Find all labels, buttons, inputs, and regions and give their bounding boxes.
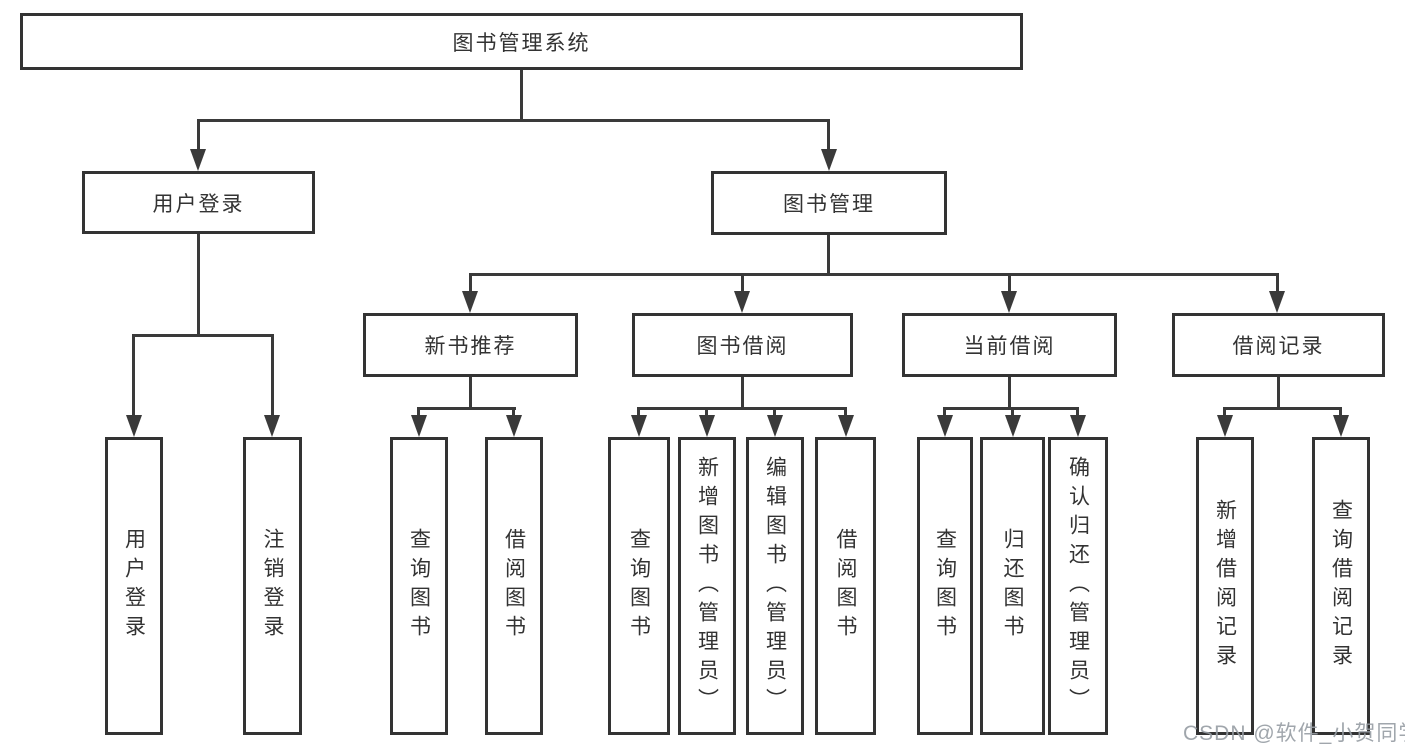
arrowhead-down-icon [767,415,783,437]
arrowhead-down-icon [411,415,427,437]
connector-line [417,407,420,417]
arrowhead-down-icon [1001,291,1017,313]
connector-line [469,273,472,293]
connector-line [637,407,847,410]
leaf-query-books-2: 查询图书 [608,437,670,735]
connector-line [271,334,274,416]
connector-line [469,273,1279,276]
arrowhead-down-icon [1269,291,1285,313]
connector-line [132,334,135,416]
connector-line [1011,407,1014,417]
arrowhead-down-icon [1333,415,1349,437]
leaf-edit-books-admin: 编辑图书（管理员） [746,437,804,735]
node-book-management-branch: 图书管理 [711,171,947,235]
node-current-borrow: 当前借阅 [902,313,1117,377]
connector-line [943,407,946,417]
leaf-borrow-books-1: 借阅图书 [485,437,543,735]
connector-line [197,119,830,122]
leaf-query-borrow-record: 查询借阅记录 [1312,437,1370,735]
arrowhead-down-icon [1070,415,1086,437]
connector-line [637,407,640,417]
connector-line [197,233,200,337]
leaf-query-books-3: 查询图书 [917,437,973,735]
arrowhead-down-icon [699,415,715,437]
node-book-borrow: 图书借阅 [632,313,853,377]
arrowhead-down-icon [126,415,142,437]
connector-line [1276,273,1279,293]
node-new-book-recommend: 新书推荐 [363,313,578,377]
connector-line [1223,407,1342,410]
arrowhead-down-icon [1005,415,1021,437]
connector-line [827,119,830,151]
connector-line [705,407,708,417]
leaf-return-books: 归还图书 [980,437,1045,735]
connector-line [1339,407,1342,417]
node-borrow-records: 借阅记录 [1172,313,1385,377]
connector-line [1277,377,1280,410]
leaf-add-books-admin: 新增图书（管理员） [678,437,736,735]
connector-line [741,377,744,410]
arrowhead-down-icon [462,291,478,313]
connector-line [197,119,200,151]
arrowhead-down-icon [937,415,953,437]
connector-line [417,407,516,410]
connector-line [773,407,776,417]
connector-line [844,407,847,417]
connector-line [1076,407,1079,417]
arrowhead-down-icon [734,291,750,313]
arrowhead-down-icon [506,415,522,437]
leaf-borrow-books-2: 借阅图书 [815,437,876,735]
connector-line [741,273,744,293]
connector-line [512,407,515,417]
connector-line [132,334,274,337]
connector-line [520,68,523,121]
leaf-logout: 注销登录 [243,437,302,735]
arrowhead-down-icon [821,149,837,171]
node-user-login-branch: 用户登录 [82,171,315,234]
arrowhead-down-icon [1217,415,1233,437]
leaf-query-books-1: 查询图书 [390,437,448,735]
arrowhead-down-icon [190,149,206,171]
connector-line [469,377,472,410]
connector-line [1223,407,1226,417]
connector-line [1008,273,1011,293]
connector-line [1008,377,1011,410]
arrowhead-down-icon [631,415,647,437]
arrowhead-down-icon [838,415,854,437]
arrowhead-down-icon [264,415,280,437]
leaf-confirm-return-admin: 确认归还（管理员） [1048,437,1108,735]
watermark: CSDN @软件_小贺同学 [1183,722,1405,745]
node-root: 图书管理系统 [20,13,1023,70]
leaf-user-login: 用户登录 [105,437,163,735]
connector-line [827,234,830,276]
leaf-add-borrow-record: 新增借阅记录 [1196,437,1254,735]
